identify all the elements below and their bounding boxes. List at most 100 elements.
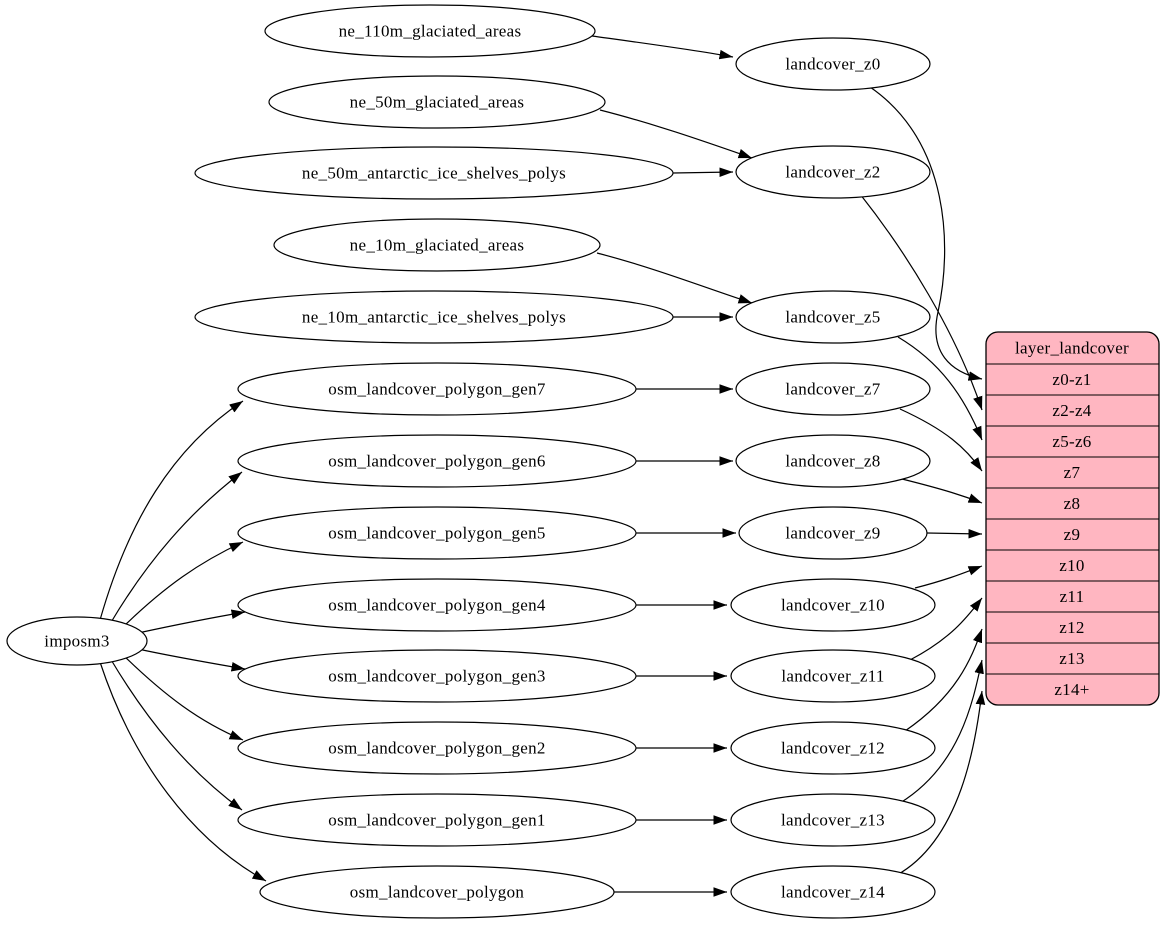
ne-50m-antarctic-ice-shelves-polys-label: ne_50m_antarctic_ice_shelves_polys	[302, 164, 566, 183]
landcover-z10-ellipse	[730, 578, 936, 632]
node-landcover-z14: landcover_z14	[730, 865, 936, 919]
record-row-z13: z13	[1059, 649, 1084, 668]
edge-z14-row	[896, 690, 986, 876]
node-ne-50m-antarctic-ice-shelves-polys: ne_50m_antarctic_ice_shelves_polys	[194, 146, 674, 200]
ne-10m-antarctic-ice-shelves-polys-label: ne_10m_antarctic_ice_shelves_polys	[302, 308, 566, 327]
landcover-z9-label: landcover_z9	[785, 524, 880, 543]
ne-50m-glaciated-areas-label: ne_50m_glaciated_areas	[350, 93, 525, 112]
edge-imposm3-gen6	[109, 471, 243, 625]
osm-landcover-polygon-gen6-ellipse	[237, 434, 637, 488]
imposm3-ellipse	[6, 616, 148, 666]
landcover-z13-ellipse	[730, 793, 936, 847]
landcover-z9-ellipse	[738, 506, 928, 560]
osm-landcover-polygon-gen7-ellipse	[237, 362, 637, 416]
node-layer-landcover: layer_landcover z0-z1 z2-z4 z5-z6 z7 z8 …	[985, 331, 1160, 706]
edge-z13-row	[899, 659, 984, 804]
ne-110m-glaciated-areas-ellipse	[264, 4, 596, 58]
record-row-z11: z11	[1060, 587, 1085, 606]
edge-ne110m-z0	[591, 35, 734, 60]
ne-50m-glaciated-areas-ellipse	[268, 75, 606, 129]
ne-10m-glaciated-areas-label: ne_10m_glaciated_areas	[350, 236, 525, 255]
osm-landcover-polygon-gen3-ellipse	[237, 649, 637, 703]
edge-imposm3-gen2	[121, 653, 244, 741]
node-osm-landcover-polygon-gen1: osm_landcover_polygon_gen1	[237, 793, 637, 847]
edge-z10-row	[914, 565, 983, 589]
ne-10m-antarctic-ice-shelves-polys-ellipse	[194, 290, 674, 344]
edge-imposm3-gen5	[121, 541, 244, 629]
landcover-z7-ellipse	[735, 362, 931, 416]
edge-z9-row	[926, 528, 983, 539]
osm-landcover-polygon-gen1-ellipse	[237, 793, 637, 847]
layer-landcover-title: layer_landcover	[1015, 339, 1129, 358]
landcover-z10-label: landcover_z10	[781, 596, 885, 615]
node-landcover-z8: landcover_z8	[735, 434, 931, 488]
osm-landcover-polygon-gen5-ellipse	[237, 506, 637, 560]
record-row-z0-z1: z0-z1	[1052, 370, 1091, 389]
edge-z12-row	[904, 628, 983, 732]
landcover-z12-label: landcover_z12	[781, 739, 885, 758]
node-landcover-z12: landcover_z12	[730, 721, 936, 775]
landcover-z12-ellipse	[730, 721, 936, 775]
landcover-z11-ellipse	[730, 649, 936, 703]
node-landcover-z2: landcover_z2	[735, 145, 931, 199]
node-landcover-z0: landcover_z0	[735, 37, 931, 91]
edge-z2-row	[859, 193, 983, 411]
osm-landcover-polygon-gen1-label: osm_landcover_polygon_gen1	[328, 811, 545, 830]
landcover-z11-label: landcover_z11	[781, 667, 884, 686]
edge-z8-row	[901, 478, 983, 504]
landcover-z8-label: landcover_z8	[785, 452, 880, 471]
node-osm-landcover-polygon-gen2: osm_landcover_polygon_gen2	[237, 721, 637, 775]
node-osm-landcover-polygon-gen4: osm_landcover_polygon_gen4	[237, 578, 637, 632]
ne-50m-antarctic-ice-shelves-polys-ellipse	[194, 146, 674, 200]
node-osm-landcover-polygon-gen6: osm_landcover_polygon_gen6	[237, 434, 637, 488]
landcover-z13-label: landcover_z13	[781, 811, 885, 830]
node-landcover-z5: landcover_z5	[735, 290, 931, 344]
edge-imposm3-gen7	[99, 400, 244, 621]
edge-z11-row	[909, 597, 983, 661]
landcover-z7-label: landcover_z7	[785, 380, 880, 399]
imposm3-label: imposm3	[44, 632, 109, 651]
node-osm-landcover-polygon: osm_landcover_polygon	[259, 865, 615, 919]
osm-landcover-polygon-gen2-ellipse	[237, 721, 637, 775]
landcover-z5-label: landcover_z5	[785, 308, 880, 327]
osm-landcover-polygon-gen4-label: osm_landcover_polygon_gen4	[328, 596, 546, 615]
osm-landcover-polygon-gen5-label: osm_landcover_polygon_gen5	[328, 524, 545, 543]
osm-landcover-polygon-gen3-label: osm_landcover_polygon_gen3	[328, 667, 545, 686]
node-ne-110m-glaciated-areas: ne_110m_glaciated_areas	[264, 4, 596, 58]
record-row-z12: z12	[1059, 618, 1084, 637]
osm-landcover-polygon-gen4-ellipse	[237, 578, 637, 632]
edge-z7-row	[899, 408, 983, 472]
landcover-z14-label: landcover_z14	[781, 883, 885, 902]
node-landcover-z11: landcover_z11	[730, 649, 936, 703]
node-osm-landcover-polygon-gen7: osm_landcover_polygon_gen7	[237, 362, 637, 416]
record-row-z5-z6: z5-z6	[1052, 432, 1091, 451]
landcover-z0-ellipse	[735, 37, 931, 91]
edge-imposm3-gen1	[109, 657, 243, 811]
node-ne-10m-glaciated-areas: ne_10m_glaciated_areas	[273, 218, 601, 272]
edge-imposm3-gen4	[137, 609, 246, 634]
node-imposm3: imposm3	[6, 616, 148, 666]
record-row-z10: z10	[1059, 556, 1084, 575]
osm-landcover-polygon-ellipse	[259, 865, 615, 919]
edge-z5-row	[897, 336, 983, 441]
node-landcover-z9: landcover_z9	[738, 506, 928, 560]
landcover-z2-label: landcover_z2	[785, 163, 880, 182]
edge-ne10m-glac-z5	[596, 252, 753, 304]
osm-landcover-polygon-label: osm_landcover_polygon	[350, 883, 525, 902]
node-osm-landcover-polygon-gen5: osm_landcover_polygon_gen5	[237, 506, 637, 560]
node-landcover-z10: landcover_z10	[730, 578, 936, 632]
landcover-z8-ellipse	[735, 434, 931, 488]
landcover-z2-ellipse	[735, 145, 931, 199]
edge-ne50m-glac-z2	[599, 109, 753, 159]
node-ne-50m-glaciated-areas: ne_50m_glaciated_areas	[268, 75, 606, 129]
edge-imposm3-gen3	[137, 648, 246, 672]
node-landcover-z13: landcover_z13	[730, 793, 936, 847]
edge-imposm3-polygon	[99, 661, 267, 882]
ne-10m-glaciated-areas-ellipse	[273, 218, 601, 272]
landcover-z14-ellipse	[730, 865, 936, 919]
edge-ne50m-ant-z2	[672, 167, 734, 178]
record-row-z7: z7	[1064, 463, 1081, 482]
landcover-z5-ellipse	[735, 290, 931, 344]
